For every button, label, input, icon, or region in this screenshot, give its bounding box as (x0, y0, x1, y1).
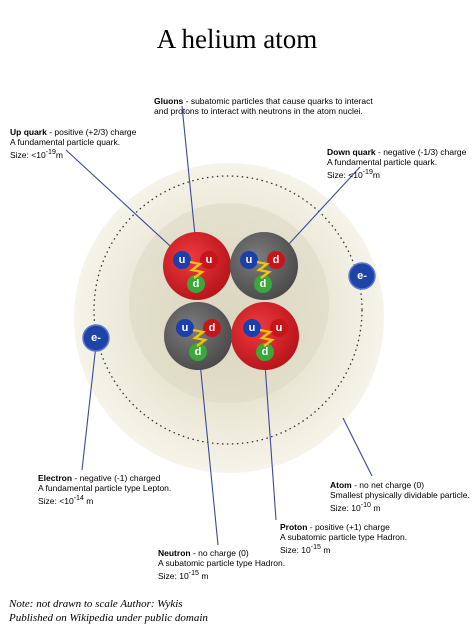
proton-top-left: u u d (163, 232, 231, 300)
electron-pointer (81, 344, 97, 471)
svg-text:d: d (195, 346, 202, 358)
proton-pointer (263, 349, 277, 521)
svg-text:e-: e- (357, 270, 367, 282)
svg-text:e-: e- (91, 332, 101, 344)
up-quark-pointer (65, 149, 182, 257)
atom-pointer (342, 417, 373, 477)
up-quark (270, 319, 288, 337)
proton-bottom-right: u u d (231, 302, 299, 370)
down-quark (187, 275, 205, 293)
gluon-spring (256, 260, 272, 279)
svg-text:u: u (182, 322, 189, 334)
gluon-spring (259, 328, 275, 347)
gluons-label: Gluons - subatomic particles that cause … (154, 96, 373, 116)
neutron-bottom-left: u d d (164, 302, 232, 370)
up-quark (200, 251, 218, 269)
neutron-label: Neutron - no charge (0) A subatomic part… (158, 548, 286, 581)
footnote: Note: not drawn to scale Author: Wykis P… (9, 597, 208, 625)
page-title: A helium atom (156, 24, 318, 54)
pointer-lines (65, 105, 373, 546)
svg-text:u: u (246, 254, 253, 266)
up-quark (173, 251, 191, 269)
svg-text:d: d (260, 278, 267, 290)
svg-text:d: d (193, 278, 200, 290)
electron-left: e- (82, 324, 110, 352)
down-quark (254, 275, 272, 293)
gluons-pointer (181, 105, 198, 256)
svg-text:d: d (209, 322, 216, 334)
gluon-spring (189, 260, 205, 279)
down-quark-pointer (275, 166, 361, 259)
atom-cloud (74, 163, 384, 473)
svg-text:u: u (206, 254, 213, 266)
down-quark-label: Down quark - negative (-1/3) charge A fu… (327, 147, 467, 180)
footnote-line-1: Note: not drawn to scale Author: Wykis (9, 598, 183, 610)
svg-text:d: d (273, 254, 280, 266)
svg-text:u: u (276, 322, 283, 334)
down-quark (203, 319, 221, 337)
atom-label: Atom - no net charge (0) Smallest physic… (330, 480, 470, 513)
neutron-pointer (198, 351, 219, 546)
up-quark (243, 319, 261, 337)
svg-text:u: u (179, 254, 186, 266)
up-quark (176, 319, 194, 337)
svg-text:u: u (249, 322, 256, 334)
down-quark (256, 343, 274, 361)
electron-right: e- (348, 262, 376, 290)
svg-text:d: d (262, 346, 269, 358)
neutron-top-right: u d d (230, 232, 298, 300)
up-quark (240, 251, 258, 269)
up-quark-label: Up quark - positive (+2/3) charge A fund… (10, 127, 137, 160)
electron-orbit (93, 175, 363, 445)
gluon-spring (192, 328, 208, 347)
down-quark (267, 251, 285, 269)
proton-label: Proton - positive (+1) charge A subatomi… (280, 522, 408, 555)
down-quark (189, 343, 207, 361)
electron-label: Electron - negative (-1) charged A funda… (38, 473, 172, 506)
footnote-line-2: Published on Wikipedia under public doma… (9, 612, 208, 624)
